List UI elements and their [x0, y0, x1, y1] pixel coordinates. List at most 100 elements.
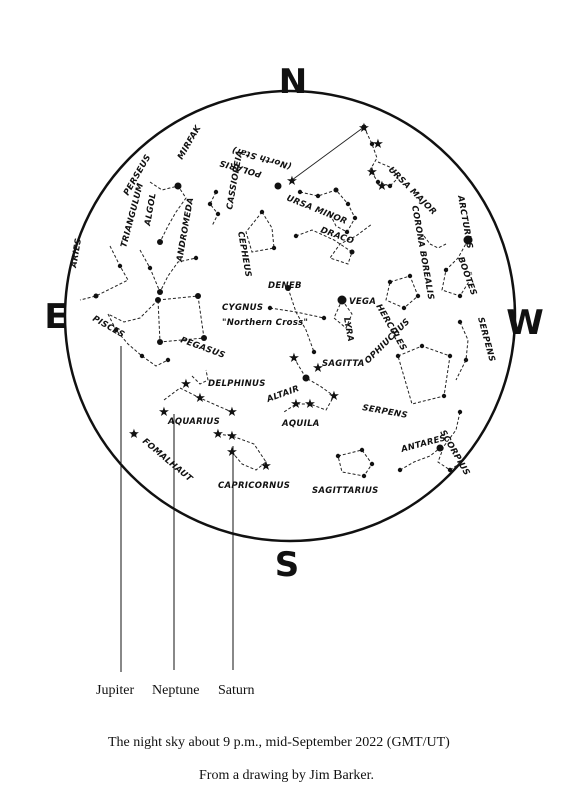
star-scorpius — [397, 467, 403, 473]
star-aries — [117, 263, 123, 269]
star-pegasus — [155, 297, 161, 303]
star-polaris — [274, 182, 282, 190]
label-sagitta: SAGITTA — [322, 359, 365, 369]
label-aries: ARIES — [69, 238, 84, 270]
label-serpens-lower: SERPENS — [361, 403, 408, 421]
svg-text:★: ★ — [212, 427, 224, 442]
label-lyra: LYRA — [341, 317, 355, 343]
star-cepheus — [271, 245, 277, 251]
star-vega — [337, 295, 347, 305]
star-ophiuchus — [447, 353, 453, 359]
star-antares — [436, 444, 444, 452]
star-cepheus — [259, 209, 265, 215]
label-capricornus: CAPRICORNUS — [218, 481, 290, 491]
svg-text:★: ★ — [366, 165, 378, 180]
star-sagittarius — [369, 461, 375, 467]
star-hercules — [415, 293, 421, 299]
star-ophiuchus — [395, 353, 401, 359]
star-serpens — [457, 319, 463, 325]
star-andromeda — [193, 255, 199, 261]
star-serpens — [463, 357, 469, 363]
bright-star-glyphs: ★★ ★★ ★ ★★ ★★ ★ ★★ ★★ ★★ ★★ ★ — [128, 121, 388, 474]
star-draco — [349, 249, 355, 255]
star-cassiopeia — [215, 211, 221, 217]
svg-text:★: ★ — [328, 389, 340, 404]
label-mirfak: MIRFAK — [176, 123, 204, 162]
svg-text:★: ★ — [194, 391, 206, 406]
label-andromeda: ANDROMEDA — [175, 197, 196, 264]
label-vega: VEGA — [349, 297, 376, 307]
label-aquila: AQUILA — [281, 419, 320, 429]
star-fomalhaut — [131, 431, 137, 437]
planet-label-saturn: Saturn — [218, 683, 255, 698]
caption-credit: From a drawing by Jim Barker. — [199, 768, 374, 783]
star-pegasus — [157, 339, 163, 345]
planet-label-jupiter: Jupiter — [96, 683, 135, 698]
svg-text:★: ★ — [290, 397, 302, 412]
svg-text:★: ★ — [288, 351, 300, 366]
svg-text:★: ★ — [372, 137, 384, 152]
star-cygnus — [311, 349, 317, 355]
star-ursa-minor — [375, 179, 381, 185]
star-scorpius — [447, 467, 453, 473]
star-ophiuchus — [419, 343, 425, 349]
star-pisces — [113, 327, 119, 333]
star-ursa-minor — [387, 183, 393, 189]
svg-text:★: ★ — [312, 361, 324, 376]
label-cassiopeia: CASSIOPEIA — [225, 150, 245, 211]
star-algol — [157, 239, 163, 245]
label-cygnus: CYGNUS — [222, 303, 263, 313]
star-ursa-major — [345, 201, 351, 207]
star-ursa-major — [333, 187, 339, 193]
label-arcturus: ARCTURUS — [455, 194, 474, 250]
svg-text:★: ★ — [158, 405, 170, 420]
star-ursa-major — [297, 189, 303, 195]
star-cygnus — [267, 305, 273, 311]
star-andromeda — [147, 265, 153, 271]
label-ursa-minor: URSA MINOR — [285, 194, 349, 227]
star-draco — [293, 233, 299, 239]
star-hercules — [387, 279, 393, 285]
star-pegasus — [195, 293, 201, 299]
sky-horizon-circle — [63, 89, 517, 543]
compass-west: W — [506, 303, 544, 343]
star-mirfak — [174, 182, 182, 190]
label-deneb: DENEB — [268, 281, 302, 291]
label-cepheus: CEPHEUS — [235, 231, 253, 278]
label-corona-borealis: CORONA BOREALIS — [409, 205, 435, 301]
star-ursa-major — [315, 193, 321, 199]
star-bootes — [457, 293, 463, 299]
star-ursa-major — [344, 229, 350, 235]
svg-text:★: ★ — [226, 429, 238, 444]
svg-text:★: ★ — [304, 397, 316, 412]
svg-text:★: ★ — [376, 179, 388, 194]
star-hercules — [407, 273, 413, 279]
label-fomalhaut: FOMALHAUT — [140, 437, 195, 485]
star-cassiopeia — [207, 201, 213, 207]
compass-east: E — [44, 297, 67, 337]
svg-text:★: ★ — [286, 174, 298, 189]
label-pisces: PISCES — [91, 314, 127, 340]
star-sagittarius — [361, 473, 367, 479]
star-pegasus — [201, 335, 207, 341]
label-serpens: SERPENS — [475, 316, 497, 363]
star-pisces — [139, 353, 145, 359]
svg-text:★: ★ — [128, 427, 140, 442]
label-delphinus: DELPHINUS — [208, 379, 266, 389]
star-aries — [93, 293, 99, 299]
svg-text:★: ★ — [358, 121, 370, 136]
star-sagittarius — [335, 453, 341, 459]
star-pisces — [165, 357, 171, 363]
label-bootes: BOÖTES — [455, 255, 479, 297]
svg-text:★: ★ — [226, 445, 238, 460]
star-deneb — [285, 285, 291, 291]
star-ursa-minor — [369, 141, 375, 147]
label-sagittarius: SAGITTARIUS — [312, 486, 379, 496]
caption-title: The night sky about 9 p.m., mid-Septembe… — [108, 735, 450, 750]
star-ursa-minor — [361, 124, 367, 130]
star-hercules — [401, 305, 407, 311]
star-andromeda — [157, 289, 163, 295]
star-ursa-major — [352, 215, 358, 221]
star-ophiuchus — [441, 393, 447, 399]
